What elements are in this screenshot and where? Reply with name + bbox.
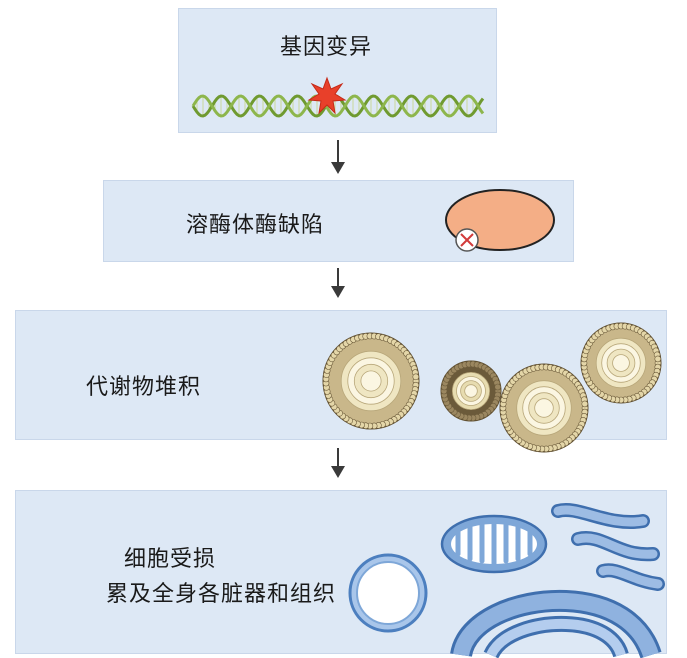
flow-arrow — [337, 268, 339, 290]
er-icon — [450, 589, 662, 658]
mutation-star-icon — [307, 76, 347, 115]
mitochondrion-icon — [440, 514, 548, 574]
flow-arrow — [337, 140, 339, 166]
flow-arrow — [337, 448, 339, 470]
arrowhead — [331, 286, 345, 298]
step-label-organ-involvement: 累及全身各脏器和组织 — [106, 582, 337, 607]
step-box-gene-mutation: 基因变异 — [178, 8, 497, 133]
nucleus-icon — [348, 553, 428, 633]
step-box-enzyme-defect: 溶酶体酶缺陷 — [103, 180, 574, 262]
arrowhead — [331, 162, 345, 174]
arrowhead — [331, 466, 345, 478]
step-box-cell-damage: 细胞受损 累及全身各脏器和组织 — [15, 490, 667, 658]
step-label-enzyme-defect: 溶酶体酶缺陷 — [186, 213, 325, 238]
vesicle-icon — [322, 322, 662, 453]
defect-x-icon — [455, 228, 479, 252]
step-box-accumulation: 代谢物堆积 — [15, 310, 667, 453]
step-label-accumulation: 代谢物堆积 — [86, 375, 202, 400]
step-label-cell-damage: 细胞受损 — [124, 547, 217, 572]
step-label-gene-mutation: 基因变异 — [280, 35, 373, 60]
golgi-icon — [551, 502, 665, 591]
